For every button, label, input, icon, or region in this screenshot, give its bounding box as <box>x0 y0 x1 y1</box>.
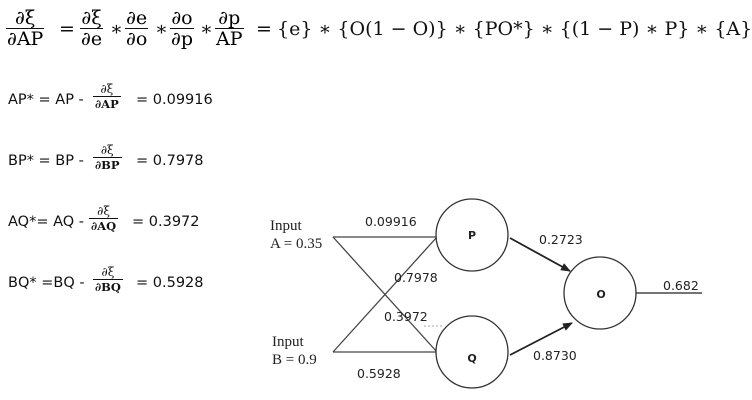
weight-ap-label: 0.09916 <box>365 214 417 229</box>
update-bq-lhs: BQ* =BQ - <box>8 275 85 291</box>
update-bp: BP* = BP - ∂ξ ∂BP = 0.7978 <box>8 143 278 179</box>
edge-q-to-o <box>509 322 573 356</box>
input-b-title: Input <box>272 334 304 350</box>
weight-bq-label: 0.5928 <box>357 366 401 381</box>
update-ap: AP* = AP - ∂ξ ∂AP = 0.09916 <box>8 82 278 118</box>
factor-1-numerator: ∂ξ <box>80 7 104 29</box>
update-bq-numerator: ∂ξ <box>93 265 123 280</box>
update-bp-numerator: ∂ξ <box>93 143 122 158</box>
factor-2-denominator: ∂o <box>126 28 148 50</box>
update-bq-fraction: ∂ξ ∂BQ <box>93 265 123 295</box>
factor-4-numerator: ∂p <box>215 8 244 29</box>
update-aq-numerator: ∂ξ <box>89 204 119 219</box>
output-value-label: 0.682 <box>663 278 699 293</box>
update-aq: AQ*= AQ - ∂ξ ∂AQ = 0.3972 <box>8 204 278 240</box>
chain-rule-product: {e} ∗ {O(1 − O)} ∗ {PO*} ∗ {(1 − P) ∗ P}… <box>277 18 752 40</box>
weight-aq-label: 0.3972 <box>384 309 428 324</box>
chain-rule-equation: ∂ξ ∂AP = ∂ξ ∂e ∗ ∂e ∂o ∗ ∂o ∂p ∗ ∂p AP =… <box>6 7 752 52</box>
node-p <box>435 198 509 272</box>
update-bq-denominator: ∂BQ <box>95 280 121 294</box>
lhs-denominator: ∂AP <box>7 28 44 50</box>
update-ap-numerator: ∂ξ <box>93 82 121 97</box>
node-p-label: P <box>468 229 476 242</box>
update-aq-value: = 0.3972 <box>132 214 200 230</box>
factor-2-fraction: ∂e ∂o <box>125 7 149 50</box>
update-ap-value: = 0.09916 <box>136 92 213 108</box>
times-sign: ∗ <box>155 18 168 40</box>
update-bq-value: = 0.5928 <box>136 275 204 291</box>
equals-sign: = <box>256 18 272 40</box>
lhs-fraction: ∂ξ ∂AP <box>6 8 45 50</box>
update-bp-lhs: BP* = BP - <box>8 153 84 169</box>
update-bp-value: = 0.7978 <box>136 153 204 169</box>
update-ap-denominator: ∂AP <box>95 97 119 111</box>
factor-3-fraction: ∂o ∂p <box>170 8 194 49</box>
weight-po-label: 0.2723 <box>539 232 583 247</box>
node-q <box>435 315 509 389</box>
update-aq-denominator: ∂AQ <box>91 219 117 233</box>
equals-sign: = <box>59 18 75 40</box>
input-a-value: A = 0.35 <box>270 236 322 252</box>
neural-network-diagram: Input A = 0.35 Input B = 0.9 P Q O 0.099… <box>270 198 702 389</box>
factor-1-denominator: ∂e <box>81 28 103 50</box>
factor-2-numerator: ∂e <box>125 7 149 29</box>
input-a-title: Input <box>270 218 302 234</box>
input-b-value: B = 0.9 <box>272 352 317 368</box>
edge-b-to-p <box>332 236 438 353</box>
node-o-label: O <box>596 288 605 301</box>
node-q-label: Q <box>467 352 476 365</box>
update-bq: BQ* =BQ - ∂ξ ∂BQ = 0.5928 <box>8 265 278 301</box>
backprop-figure: ∂ξ ∂AP = ∂ξ ∂e ∗ ∂e ∂o ∗ ∂o ∂p ∗ ∂p AP =… <box>6 7 752 389</box>
times-sign: ∗ <box>110 18 123 40</box>
factor-4-fraction: ∂p AP <box>215 8 244 49</box>
update-aq-fraction: ∂ξ ∂AQ <box>89 204 119 234</box>
update-ap-lhs: AP* = AP - <box>8 92 84 108</box>
update-bp-denominator: ∂BP <box>95 158 120 172</box>
lhs-numerator: ∂ξ <box>6 8 45 29</box>
times-sign: ∗ <box>200 18 213 40</box>
weight-bp-label: 0.7978 <box>394 270 438 285</box>
factor-3-denominator: ∂p <box>171 28 193 50</box>
update-bp-fraction: ∂ξ ∂BP <box>93 143 122 173</box>
factor-3-numerator: ∂o <box>170 7 194 29</box>
factor-4-denominator: AP <box>216 28 243 50</box>
update-aq-lhs: AQ*= AQ - <box>8 214 85 230</box>
update-ap-fraction: ∂ξ ∂AP <box>93 82 121 112</box>
weight-qo-label: 0.8730 <box>533 348 577 363</box>
factor-1-fraction: ∂ξ ∂e <box>80 7 104 50</box>
edge-p-to-o <box>509 237 571 272</box>
